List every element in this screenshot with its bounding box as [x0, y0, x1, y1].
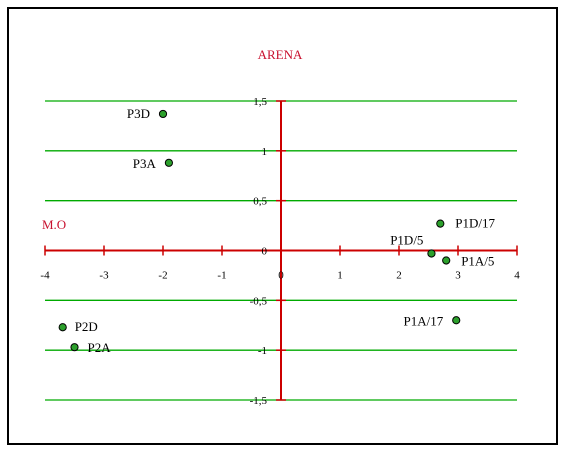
scatter-chart: -4 -3 -2 -1 0 1 2 3 4 1,5 1 0,5 0 -0,5 -1 -1,5 ARENA M… — [40, 47, 520, 407]
data-point-marker — [442, 256, 451, 265]
chart-frame: -4 -3 -2 -1 0 1 2 3 4 1,5 1 0,5 0 -0,5 -1 -1,5 ARENA M… — [7, 7, 558, 445]
data-point-label: P1D/17 — [455, 216, 495, 231]
y-tick-label: -1,5 — [250, 395, 268, 407]
data-point-label: P3A — [133, 156, 157, 171]
x-tick-label: -3 — [99, 270, 109, 282]
x-tick-label: -2 — [158, 270, 167, 282]
x-tick-label: 3 — [455, 270, 461, 282]
y-tick-label: 0,5 — [253, 196, 267, 208]
x-tick-label: 0 — [278, 270, 284, 282]
x-tick-label: 1 — [337, 270, 343, 282]
data-point-marker — [164, 158, 173, 167]
data-point-marker — [452, 316, 461, 325]
x-tick-label: 2 — [396, 270, 402, 282]
data-point-marker — [436, 219, 445, 228]
data-point-marker — [158, 109, 168, 119]
data-point-label: P2D — [75, 319, 98, 334]
x-axis-label: M.O — [42, 217, 66, 232]
data-point-marker — [427, 249, 436, 258]
y-tick-label: 1,5 — [253, 96, 267, 108]
data-point-label: P3D — [127, 106, 150, 121]
y-tick-label: 0 — [262, 246, 268, 258]
y-tick-label: -1 — [258, 345, 267, 357]
data-point-label: P1A/5 — [461, 253, 494, 268]
data-point-label: P1D/5 — [390, 232, 423, 247]
data-point-label: P1A/17 — [403, 313, 443, 328]
x-tick-label: -4 — [40, 270, 50, 282]
y-tick-label: -0,5 — [250, 295, 268, 307]
data-point-marker — [58, 323, 67, 332]
x-tick-label: 4 — [514, 270, 520, 282]
y-tick-label: 1 — [262, 146, 268, 158]
data-point-marker — [70, 343, 79, 352]
y-ticks: 1,5 1 0,5 0 -0,5 -1 -1,5 — [250, 96, 286, 407]
data-point-label: P2A — [88, 340, 112, 355]
y-axis-label: ARENA — [258, 47, 303, 62]
x-tick-label: -1 — [217, 270, 226, 282]
